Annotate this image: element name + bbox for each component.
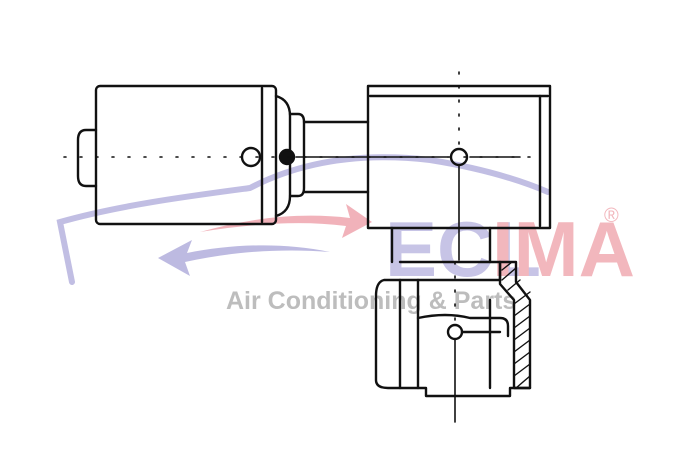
crimp-sleeve bbox=[76, 84, 306, 226]
section-hatching bbox=[501, 261, 531, 389]
stem bbox=[278, 120, 370, 194]
watermark-blue-arrow bbox=[158, 240, 330, 276]
swivel-nut bbox=[374, 260, 532, 398]
sleeve-shoulder-inner bbox=[288, 112, 306, 198]
sleeve-end-collar bbox=[76, 128, 98, 188]
sleeve-body bbox=[94, 84, 278, 226]
elbow-inspection-hole bbox=[449, 147, 469, 167]
watermark-registered-mark: ® bbox=[604, 205, 619, 227]
nut-outline bbox=[374, 260, 532, 398]
watermark-tagline: Air Conditioning & Parts bbox=[226, 287, 516, 315]
centerlines bbox=[63, 71, 541, 423]
watermark-car-swoosh bbox=[56, 154, 551, 285]
watermark-red-arrow bbox=[200, 204, 372, 238]
eclima-watermark: ECL IMA ® Air Conditioning & Parts bbox=[56, 154, 635, 315]
stem-junction-marker bbox=[278, 148, 296, 166]
nut-section-cut bbox=[498, 260, 532, 390]
nut-inspection-hole bbox=[446, 323, 464, 341]
line-drawing bbox=[63, 71, 552, 423]
elbow-neck bbox=[390, 226, 492, 264]
nut-inner-curve bbox=[416, 313, 510, 338]
